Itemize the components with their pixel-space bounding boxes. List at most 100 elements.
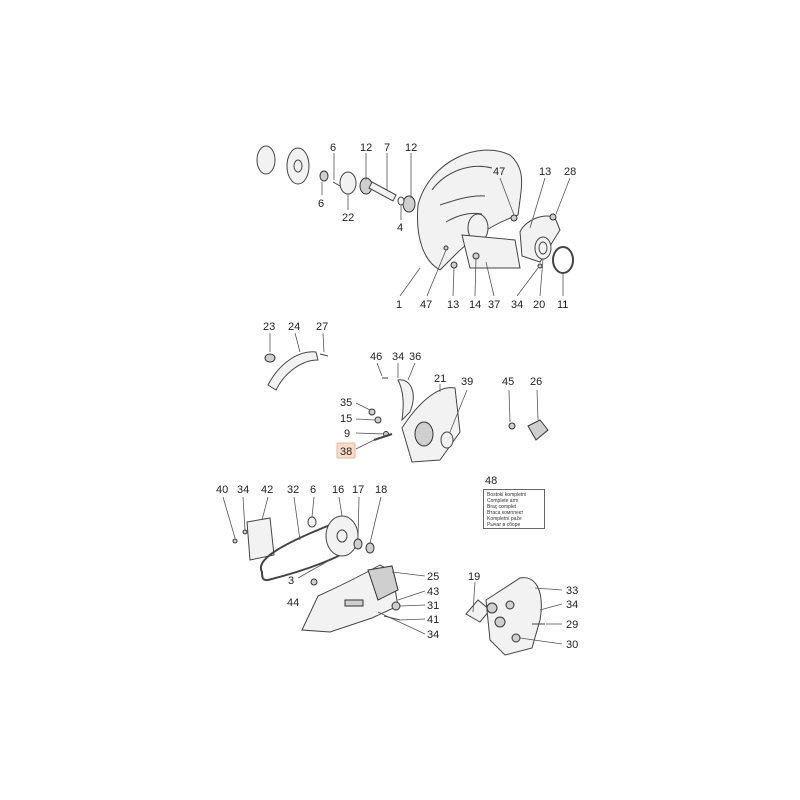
washer-45	[508, 422, 516, 430]
label-3: 3	[288, 575, 294, 587]
label-37: 37	[488, 299, 500, 311]
blade-guard-assembly	[256, 145, 574, 297]
housing-boss-c	[505, 600, 515, 610]
washer-4	[397, 196, 405, 206]
screw-27	[319, 353, 329, 357]
label-40: 40	[216, 484, 228, 496]
guard-body-1	[416, 149, 523, 271]
label-36: 36	[409, 351, 421, 363]
guard-inner-plate	[461, 234, 521, 269]
label-42: 42	[261, 484, 273, 496]
label-45: 45	[502, 376, 514, 388]
label-15: 15	[340, 413, 352, 425]
label-29: 29	[566, 619, 578, 631]
belt-cover-assembly	[222, 496, 426, 635]
label-28: 28	[564, 166, 576, 178]
nut-6	[319, 170, 329, 182]
screw-47b	[443, 245, 449, 251]
o-ring-11	[552, 246, 574, 274]
label-7: 7	[384, 142, 390, 154]
cover-slot	[344, 599, 364, 607]
part-number-labels: 6 12 7 12 6 22 4 47 13 28 1 47 13 14 37 …	[216, 142, 578, 651]
label-22: 22	[342, 212, 354, 224]
label-30: 30	[566, 639, 578, 651]
bearing-12b	[402, 195, 416, 213]
kit-line-1: Bostoki kompletni	[487, 492, 527, 498]
label-34-right: 34	[566, 599, 578, 611]
label-14: 14	[469, 299, 481, 311]
screw-14	[472, 252, 480, 260]
label-33: 33	[566, 585, 578, 597]
screw-28	[549, 213, 557, 221]
screw-13b	[450, 261, 458, 269]
spring-38	[373, 433, 393, 441]
label-16: 16	[332, 484, 344, 496]
label-26: 26	[530, 376, 542, 388]
label-48: 48	[485, 475, 497, 487]
flange-22	[339, 171, 357, 195]
bolt-8	[332, 181, 341, 187]
nut-31	[391, 601, 401, 611]
nut-30	[511, 633, 521, 643]
housing-boss-b	[494, 616, 506, 628]
label-18: 18	[375, 484, 387, 496]
knob-26	[527, 419, 549, 441]
clutch-housing-assembly	[465, 577, 563, 656]
label-6-top: 6	[330, 142, 336, 154]
label-38: 38	[340, 446, 352, 458]
belt-guard-arc-assembly	[264, 332, 329, 391]
label-44: 44	[287, 597, 299, 609]
label-6: 6	[318, 198, 324, 210]
bracket-36	[397, 379, 414, 422]
arm-assembly	[355, 362, 549, 463]
label-35: 35	[340, 397, 352, 409]
screw-35	[368, 408, 376, 416]
label-11: 11	[557, 299, 568, 311]
label-4: 4	[397, 222, 403, 234]
screw-34a	[537, 263, 543, 269]
screw-15	[374, 416, 382, 424]
label-24: 24	[288, 321, 300, 333]
washer-17	[353, 538, 363, 550]
label-6-bottom: 6	[310, 484, 316, 496]
label-27: 27	[316, 321, 328, 333]
label-41: 41	[427, 614, 439, 626]
label-20: 20	[533, 299, 545, 311]
label-34-left: 34	[237, 484, 249, 496]
kit-line-5: Kompletní paže	[487, 516, 522, 522]
kit-line-2: Complete arm	[487, 498, 519, 504]
label-46: 46	[370, 351, 382, 363]
screw-34c	[242, 529, 248, 535]
bolt-41	[383, 615, 401, 621]
label-19: 19	[468, 571, 480, 583]
label-17: 17	[352, 484, 364, 496]
housing-boss-a	[486, 602, 498, 614]
pulley-16	[325, 515, 359, 557]
kit-line-6: Рычаг в сборе	[487, 522, 521, 528]
label-12-top-a: 12	[360, 142, 372, 154]
label-43: 43	[427, 586, 439, 598]
label-47-top: 47	[493, 166, 505, 178]
label-23: 23	[263, 321, 275, 333]
screw-40	[232, 538, 238, 544]
arc-24	[267, 351, 319, 391]
label-12-top-b: 12	[405, 142, 417, 154]
screw-44	[310, 578, 318, 586]
label-31: 31	[427, 600, 439, 612]
nut-18	[365, 542, 375, 554]
label-9: 9	[344, 428, 350, 440]
label-1: 1	[396, 299, 402, 311]
flange-washer-partial	[256, 145, 276, 175]
label-13-bottom: 13	[447, 299, 459, 311]
pin-39	[440, 431, 454, 449]
flange-washer	[286, 147, 310, 185]
label-25: 25	[427, 571, 439, 583]
arm-gear	[414, 421, 434, 447]
label-47-bottom: 47	[420, 299, 432, 311]
label-34-top: 34	[511, 299, 523, 311]
nut-23	[264, 353, 276, 363]
label-21: 21	[434, 373, 446, 385]
washer-6c	[307, 516, 317, 528]
label-39: 39	[461, 376, 473, 388]
